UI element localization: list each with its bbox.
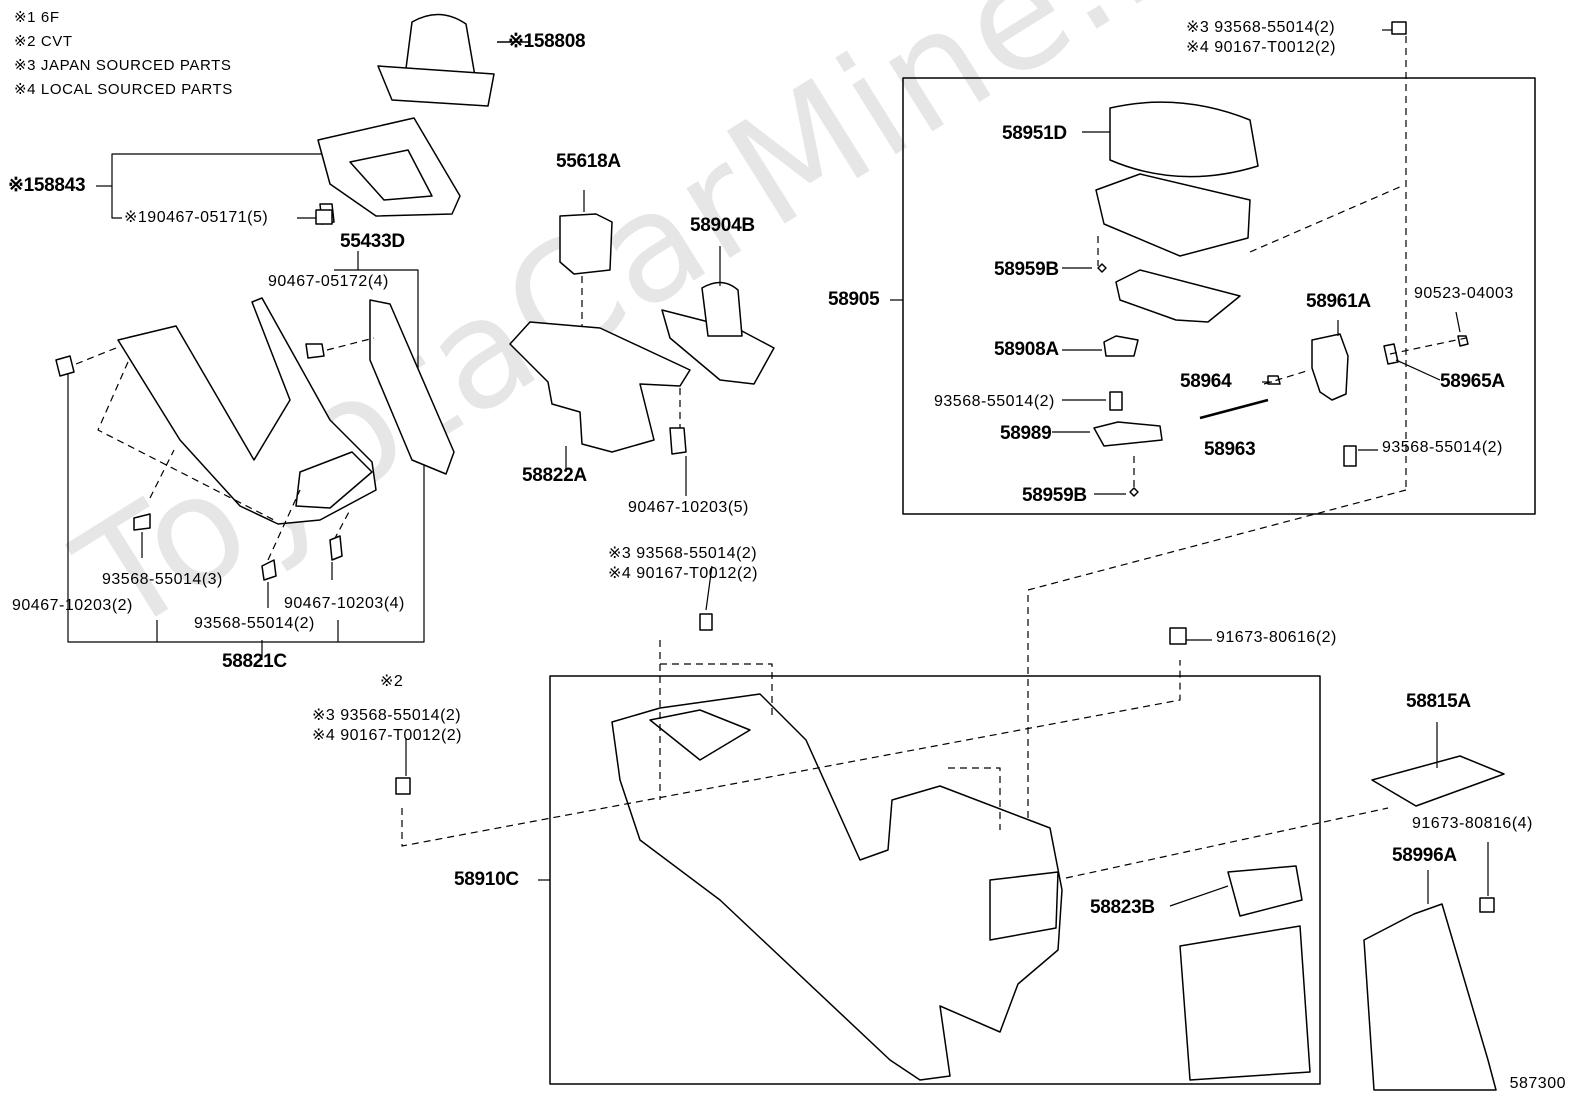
label-91673-80816: 91673-80816(4) <box>1412 815 1533 832</box>
label-note2: ※2 <box>380 673 404 690</box>
dashes-armrest <box>1027 36 1467 840</box>
label-90467-05171: ※190467-05171(5) <box>124 209 269 226</box>
insert-55618A <box>559 213 613 275</box>
note-2: ※2 CVT <box>14 33 73 50</box>
label-55433D: 55433D <box>340 231 405 252</box>
armrest-lid-58951D <box>1109 101 1259 178</box>
label-93568-55014-2b: 93568-55014(2) <box>934 393 1055 410</box>
armrest-group-box <box>902 77 1536 515</box>
label-58843: ※158843 <box>8 175 86 196</box>
label-58959B-b: 58959B <box>1022 485 1087 506</box>
label-58965A: 58965A <box>1440 371 1505 392</box>
leader-lines <box>141 29 1489 907</box>
label-left-b: ※4 90167-T0012(2) <box>312 727 462 744</box>
side-panel-55433D <box>305 299 455 475</box>
label-58964: 58964 <box>1180 371 1232 392</box>
screws-misc <box>315 21 1495 913</box>
label-58822A: 58822A <box>522 465 587 486</box>
label-left-a: ※3 93568-55014(2) <box>312 707 462 724</box>
label-91673-80616: 91673-80616(2) <box>1216 629 1337 646</box>
armrest-parts <box>1093 101 1469 497</box>
label-58959B-a: 58959B <box>994 259 1059 280</box>
note-3: ※3 JAPAN SOURCED PARTS <box>14 57 232 74</box>
label-58823B: 58823B <box>1090 897 1155 918</box>
label-93568-55014-2c: 93568-55014(2) <box>1382 439 1503 456</box>
label-58989: 58989 <box>1000 423 1052 444</box>
label-90467-05172: 90467-05172(4) <box>268 273 389 290</box>
lock-58908A <box>1103 335 1139 357</box>
bracket-58843 <box>96 153 330 219</box>
upper-panel-58821C <box>55 297 377 525</box>
label-90523-04003: 90523-04003 <box>1414 285 1514 302</box>
label-58951D: 58951D <box>1002 123 1067 144</box>
shift-boot-58808 <box>377 13 530 107</box>
label-93568-55014-2a: 93568-55014(2) <box>194 615 315 632</box>
label-mid-b: ※4 90167-T0012(2) <box>608 565 758 582</box>
label-mid-a: ※3 93568-55014(2) <box>608 545 758 562</box>
armrest-frame <box>1095 173 1251 257</box>
panel-58823B <box>1179 865 1311 1081</box>
label-93568-55014-3: 93568-55014(3) <box>102 571 223 588</box>
label-58808: ※158808 <box>508 31 586 52</box>
console-body-58910C <box>611 693 1063 1081</box>
label-58908A: 58908A <box>994 339 1059 360</box>
label-90467-10203-4: 90467-10203(4) <box>284 595 405 612</box>
label-58904B: 58904B <box>690 215 755 236</box>
note-1: ※1 6F <box>14 9 60 26</box>
bracket-58996A <box>1363 903 1497 1091</box>
label-90467-10203-2: 90467-10203(2) <box>12 597 133 614</box>
label-top-right-b: ※4 90167-T0012(2) <box>1186 39 1336 56</box>
note-4: ※4 LOCAL SOURCED PARTS <box>14 81 233 98</box>
bracket-58961A <box>1311 333 1349 401</box>
bracket-58821C <box>67 251 425 660</box>
tray-58904B <box>661 281 775 385</box>
dashes-console <box>401 640 1389 879</box>
label-58910C: 58910C <box>454 869 519 890</box>
cupholder-58822A <box>509 321 691 455</box>
label-58961A: 58961A <box>1306 291 1371 312</box>
shift-bezel-58843 <box>317 117 461 225</box>
label-58821C: 58821C <box>222 651 287 672</box>
cover-58989 <box>1093 421 1163 447</box>
label-58996A: 58996A <box>1392 845 1457 866</box>
armrest-tray <box>1115 269 1241 323</box>
label-58905: 58905 <box>828 289 880 310</box>
label-90467-10203-5: 90467-10203(5) <box>628 499 749 516</box>
label-58963: 58963 <box>1204 439 1256 460</box>
label-58815A: 58815A <box>1406 691 1471 712</box>
pad-58815A <box>1371 755 1505 807</box>
figure-number: 587300 <box>1509 1075 1566 1092</box>
label-55618A: 55618A <box>556 151 621 172</box>
screws-left <box>133 513 343 581</box>
label-top-right-a: ※3 93568-55014(2) <box>1186 19 1336 36</box>
